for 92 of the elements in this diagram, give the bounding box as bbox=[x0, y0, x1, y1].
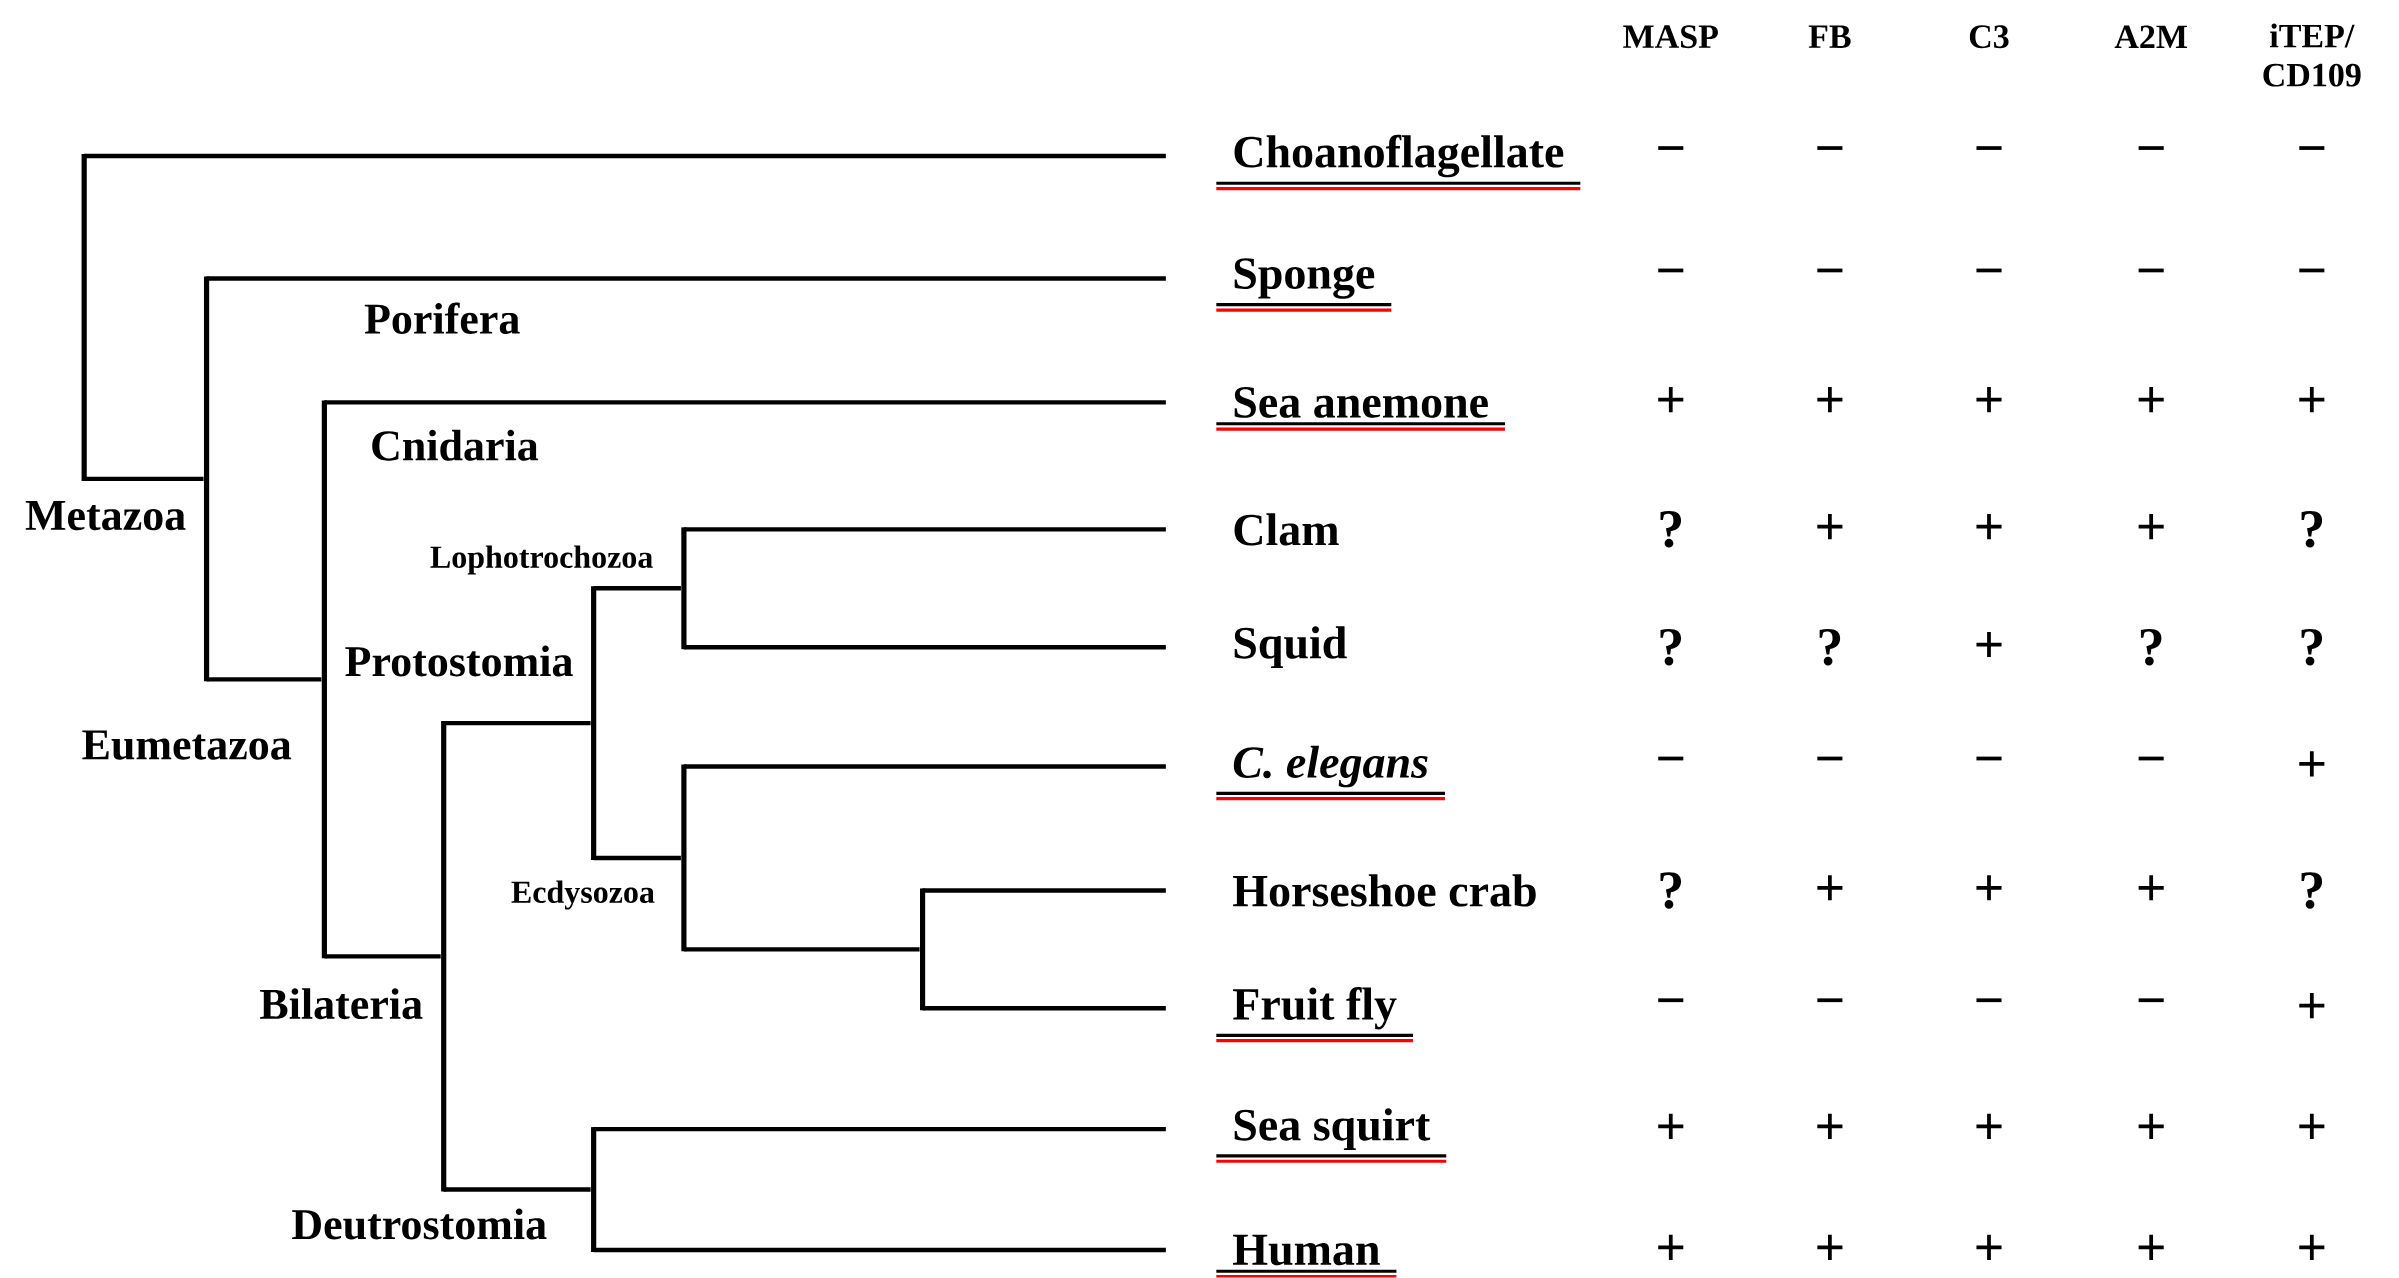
species-name: Sea anemone bbox=[1216, 387, 1505, 431]
presence-sign: + bbox=[1976, 632, 2002, 658]
column-heading: FB bbox=[1808, 25, 1851, 49]
presence-sign: + bbox=[2299, 1234, 2325, 1261]
presence-sign: + bbox=[1658, 387, 1684, 413]
tree-branch bbox=[324, 400, 1166, 405]
tree-branch bbox=[443, 721, 591, 726]
tree-branch bbox=[84, 154, 1166, 159]
species-name: Horseshoe crab bbox=[1233, 874, 1536, 907]
column-heading: iTEP/ CD109 bbox=[2263, 23, 2361, 87]
species-name: Squid bbox=[1234, 626, 1347, 669]
presence-sign: − bbox=[1976, 998, 2002, 1003]
species-name: Choanoflagellate bbox=[1216, 135, 1581, 191]
tree-branch bbox=[922, 888, 1166, 893]
presence-sign: + bbox=[2138, 387, 2164, 413]
clade-label: Deutrostomia bbox=[292, 1208, 547, 1240]
presence-sign: + bbox=[2299, 387, 2325, 413]
tree-branch bbox=[443, 1187, 591, 1192]
tree-branch bbox=[206, 677, 322, 682]
tree-branch bbox=[593, 1248, 1166, 1253]
clade-label: Porifera bbox=[364, 302, 520, 335]
presence-sign: − bbox=[2138, 268, 2164, 273]
tree-branch bbox=[683, 645, 1166, 650]
presence-sign: + bbox=[1817, 875, 1843, 901]
presence-sign: − bbox=[1976, 146, 2002, 151]
presence-sign: + bbox=[2299, 993, 2325, 1019]
presence-sign: + bbox=[1976, 387, 2002, 413]
presence-sign: + bbox=[1976, 1234, 2002, 1261]
presence-sign: + bbox=[1976, 1114, 2002, 1140]
presence-sign: + bbox=[2138, 514, 2164, 540]
presence-sign: ? bbox=[1660, 872, 1681, 909]
tree-branch bbox=[593, 1127, 1166, 1132]
presence-sign: ? bbox=[1660, 511, 1681, 548]
presence-sign: + bbox=[1817, 1234, 1843, 1261]
column-heading: A2M bbox=[2114, 25, 2187, 49]
tree-branch bbox=[593, 586, 681, 591]
clade-label: Cnidaria bbox=[372, 430, 539, 461]
tree-branch bbox=[922, 1006, 1166, 1011]
presence-sign: − bbox=[1658, 146, 1684, 151]
presence-sign: + bbox=[1817, 514, 1843, 540]
presence-sign: − bbox=[1817, 146, 1843, 151]
presence-sign: + bbox=[2138, 1114, 2164, 1140]
column-heading: C3 bbox=[1969, 25, 2009, 49]
presence-sign: ? bbox=[2301, 511, 2323, 548]
species-name: Fruit fly bbox=[1216, 987, 1413, 1043]
presence-sign: ? bbox=[2301, 629, 2323, 666]
clade-label: Ecdysozoa bbox=[511, 880, 655, 910]
presence-sign: − bbox=[1817, 998, 1843, 1003]
clade-label: Metazoa bbox=[25, 501, 186, 531]
clade-label: Eumetazoa bbox=[82, 730, 292, 760]
presence-sign: − bbox=[2138, 756, 2164, 761]
presence-sign: + bbox=[1658, 1234, 1684, 1261]
tree-branch bbox=[593, 855, 681, 861]
clade-label: Lophotrochozoa bbox=[430, 545, 653, 575]
presence-sign: − bbox=[1658, 756, 1684, 761]
species-name: Sponge bbox=[1216, 258, 1392, 312]
presence-sign: + bbox=[1817, 1114, 1843, 1140]
tree-branch bbox=[683, 527, 1166, 532]
clade-label: Bilateria bbox=[260, 988, 423, 1020]
presence-sign: − bbox=[1658, 268, 1684, 273]
presence-sign: + bbox=[2299, 751, 2325, 777]
presence-sign: − bbox=[2138, 146, 2164, 151]
presence-sign: − bbox=[2138, 998, 2164, 1003]
species-name: C. elegans bbox=[1216, 745, 1445, 801]
presence-sign: − bbox=[1817, 756, 1843, 761]
presence-sign: − bbox=[2299, 268, 2325, 273]
presence-sign: ? bbox=[2301, 872, 2323, 909]
presence-sign: + bbox=[2299, 1114, 2325, 1140]
presence-sign: − bbox=[1976, 756, 2002, 761]
presence-sign: − bbox=[1658, 998, 1684, 1003]
presence-sign: + bbox=[2138, 1234, 2164, 1261]
tree-branch bbox=[206, 276, 1166, 281]
presence-sign: ? bbox=[2140, 629, 2162, 666]
presence-sign: + bbox=[1658, 1114, 1684, 1140]
species-name: Sea squirt bbox=[1216, 1108, 1447, 1164]
presence-sign: − bbox=[1817, 268, 1843, 273]
presence-sign: ? bbox=[1819, 629, 1841, 666]
tree-branch bbox=[324, 954, 441, 959]
presence-sign: − bbox=[2299, 146, 2325, 151]
column-heading: MASP bbox=[1623, 25, 1718, 49]
tree-branch bbox=[683, 947, 920, 952]
presence-sign: + bbox=[1817, 387, 1843, 413]
clade-label: Protostomia bbox=[345, 645, 573, 677]
presence-sign: ? bbox=[1660, 629, 1681, 666]
presence-sign: + bbox=[1976, 514, 2002, 540]
presence-sign: + bbox=[1976, 875, 2002, 901]
tree-branch bbox=[683, 764, 1166, 769]
species-name: Clam bbox=[1234, 513, 1339, 546]
species-name: Human bbox=[1216, 1234, 1397, 1278]
presence-sign: + bbox=[2138, 875, 2164, 901]
presence-sign: − bbox=[1976, 268, 2002, 273]
tree-branch bbox=[84, 476, 204, 482]
